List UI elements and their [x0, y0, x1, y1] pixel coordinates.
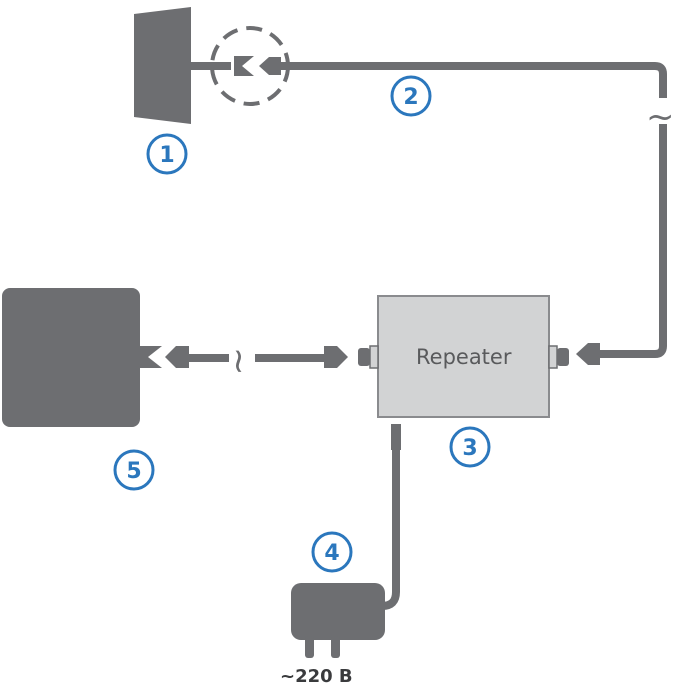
voltage-label: ~220 B	[280, 666, 353, 687]
badge-circle	[449, 426, 491, 468]
badge-number: 2	[403, 85, 418, 110]
cable-indoor-line-right	[255, 354, 325, 362]
antenna-connector-icon	[234, 56, 254, 76]
cable-plug-icon	[165, 346, 189, 368]
cable-plug-icon	[324, 346, 348, 368]
cable-indoor-line-left	[189, 354, 229, 362]
badge-number: 1	[159, 143, 174, 168]
badge-circle	[390, 75, 432, 117]
panel-antenna-icon	[134, 7, 191, 124]
power-jack-icon	[391, 424, 401, 450]
badge-number: 4	[324, 541, 339, 566]
badge-circle	[311, 531, 353, 573]
repeater-left-connector-flange	[369, 345, 379, 369]
cable-outdoor-line-lower	[598, 124, 667, 358]
repeater-right-connector-icon	[557, 348, 569, 366]
badge-number: 5	[126, 459, 141, 484]
plug-prong-left	[305, 636, 314, 658]
badge-circle	[113, 449, 155, 491]
cable-indoor: ~	[165, 346, 348, 376]
badge-2: 2	[390, 75, 432, 117]
repeater-box-icon	[377, 295, 550, 418]
indoor-antenna	[2, 288, 162, 427]
repeater-label: Repeater	[416, 345, 512, 369]
power-adapter-icon	[291, 583, 385, 640]
badge-4: 4	[311, 531, 353, 573]
repeater-left-connector-icon	[358, 348, 370, 366]
badge-circle	[146, 133, 188, 175]
cable-plug-icon	[259, 57, 281, 75]
badge-1: 1	[146, 133, 188, 175]
repeater: Repeater	[358, 295, 569, 450]
antenna-cable-stub	[191, 62, 231, 70]
plug-prong-right	[331, 636, 340, 658]
indoor-antenna-icon	[2, 288, 140, 427]
repeater-right-connector-flange	[548, 345, 558, 369]
indoor-antenna-connector-notch	[148, 346, 162, 368]
badge-5: 5	[113, 449, 155, 491]
badge-number: 3	[462, 436, 477, 461]
power-cable	[378, 450, 400, 610]
cable-break-icon: ~	[219, 347, 259, 376]
power-supply: ~220 B	[280, 450, 400, 687]
outdoor-antenna	[134, 7, 290, 124]
cable-plug-icon	[576, 343, 600, 365]
badge-3: 3	[449, 426, 491, 468]
cable-outdoor-line	[281, 62, 667, 98]
cable-outdoor: ~	[259, 57, 675, 365]
